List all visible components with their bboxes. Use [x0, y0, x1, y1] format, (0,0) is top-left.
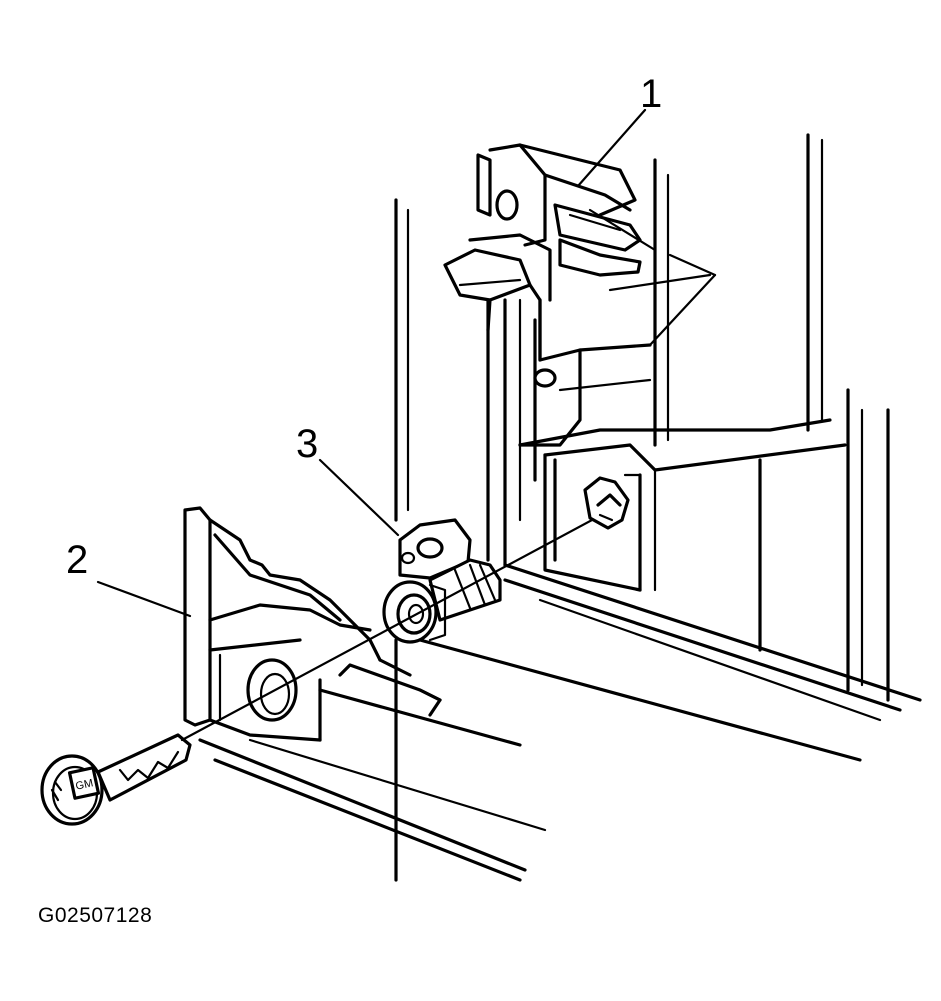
- callout-3-label: 3: [296, 422, 319, 466]
- key: GM: [40, 733, 192, 826]
- installation-axis-line: [180, 503, 622, 742]
- latch-receiver: [583, 476, 630, 530]
- callout-1-label: 1: [640, 72, 663, 116]
- figure-code: G02507128: [38, 904, 153, 927]
- callout-2-label: 2: [66, 538, 89, 582]
- tailgate-body-panel: [394, 108, 922, 882]
- lock-cylinder: [318, 458, 502, 644]
- body-side-bracket: [96, 506, 547, 882]
- gm-logo-text: GM: [74, 777, 94, 792]
